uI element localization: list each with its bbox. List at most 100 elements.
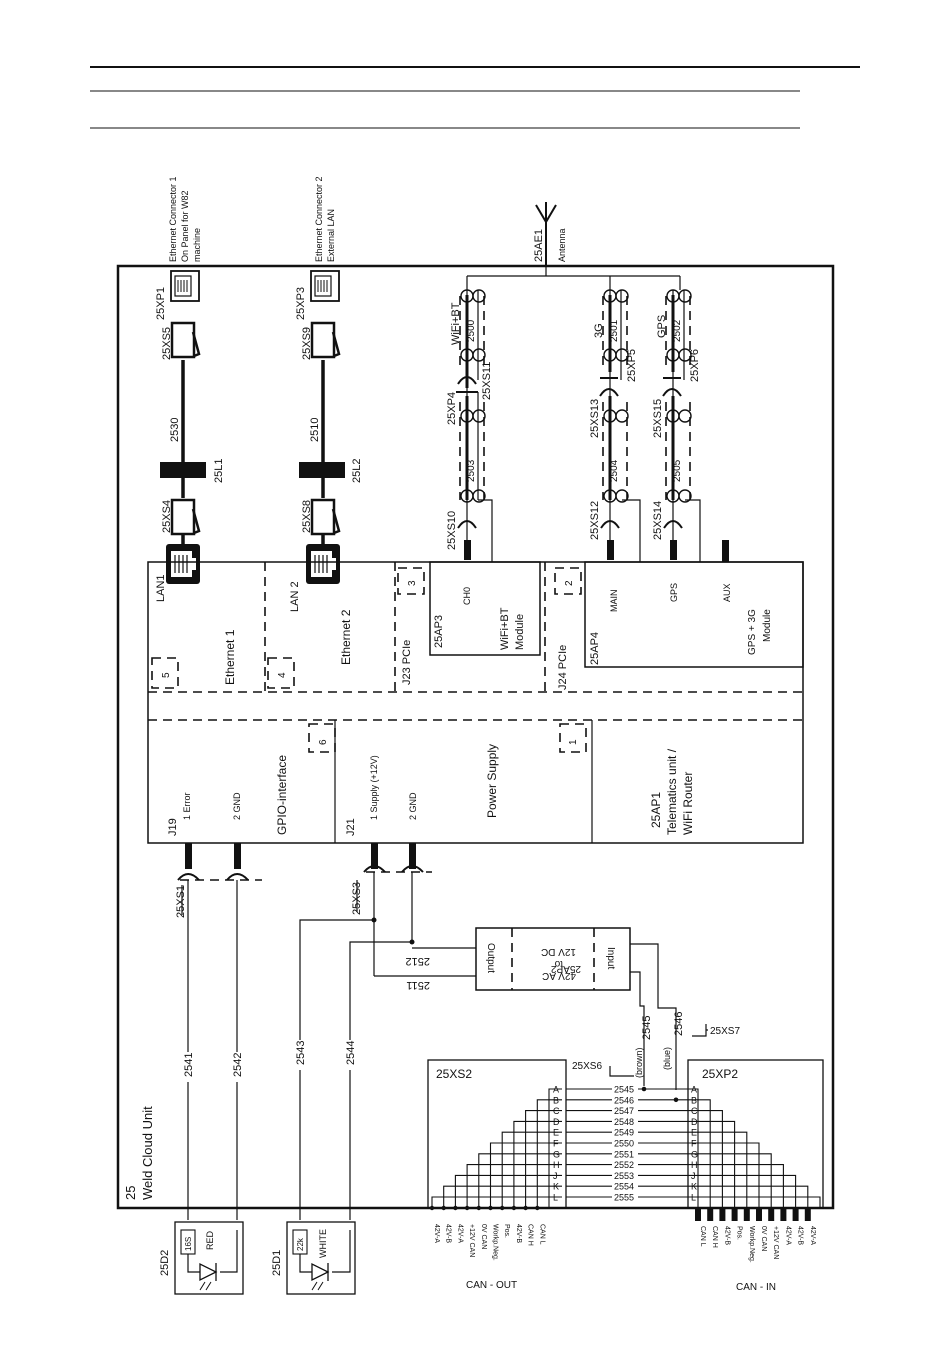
- can-in-signal-label: Pos.: [736, 1226, 743, 1240]
- can-in-title: CAN - IN: [736, 1282, 776, 1293]
- svg-text:WiFi+BT: WiFi+BT: [450, 302, 462, 345]
- svg-text:1 Supply (+12V): 1 Supply (+12V): [369, 755, 379, 820]
- wire-label-bg: [612, 1094, 638, 1105]
- pin-label-group: CAN L: [538, 1224, 545, 1245]
- svg-text:Ethernet Connector 2: Ethernet Connector 2: [314, 176, 324, 262]
- rf-wifi-chain: WiFi+BT 2500 25XS11 25XP4 2503 25XS10: [446, 289, 493, 562]
- can-out-signal-label: 42V-B: [515, 1224, 522, 1243]
- can-out-pin-end: [511, 1205, 517, 1211]
- svg-text:25XS8: 25XS8: [301, 500, 313, 533]
- wire-label-bg: [612, 1192, 638, 1202]
- svg-text:2541: 2541: [183, 1053, 195, 1077]
- svg-text:25XP5: 25XP5: [626, 349, 638, 382]
- plug-25XS8: [310, 498, 341, 536]
- can-in-signal-label: +12V CAN: [772, 1226, 779, 1259]
- can-out-signal-label: CAN H: [527, 1224, 534, 1246]
- can-in-pin-stub: [695, 1207, 701, 1221]
- converter-25AP2: Output 42V AC to 12V DC Input 25AP2 2512…: [373, 920, 740, 1090]
- svg-text:(brown): (brown): [634, 1047, 644, 1078]
- can-in-pin-stub: [707, 1207, 714, 1221]
- can-out-wire: [454, 1174, 562, 1207]
- can-out-pin: D: [553, 1117, 560, 1127]
- can-in-pin: J: [691, 1171, 696, 1181]
- can-out-pin: F: [553, 1139, 559, 1149]
- svg-text:to: to: [554, 958, 563, 969]
- pin-label-group: 0V CAN: [480, 1224, 487, 1249]
- rf-gps-chain: GPS 2502 25XP6 25XS15 2505 25XS14: [652, 289, 729, 562]
- svg-text:Output: Output: [485, 943, 496, 973]
- svg-text:5: 5: [161, 672, 172, 678]
- can-out-pin: J: [553, 1171, 558, 1181]
- svg-text:Ethernet 1: Ethernet 1: [223, 629, 237, 685]
- svg-text:12V DC: 12V DC: [541, 946, 576, 957]
- telematics-unit-25AP1: LAN1 Ethernet 1 5 LAN 2 Ethernet 2 4 J23…: [147, 561, 804, 844]
- can-in-signal-label: 42V-A: [784, 1226, 791, 1245]
- can-out-pin-end: [464, 1205, 470, 1211]
- can-out-signal-label: 42V-B: [445, 1224, 452, 1243]
- svg-text:22k: 22k: [296, 1237, 305, 1251]
- wire-label-bg: [612, 1159, 638, 1170]
- svg-text:25L2: 25L2: [351, 459, 363, 483]
- svg-text:25XP1: 25XP1: [155, 287, 167, 320]
- wire-label-bg: [612, 1084, 638, 1094]
- antenna: 25AE1 Antenna: [533, 202, 567, 266]
- can-wire-number: 2550: [614, 1139, 634, 1149]
- svg-text:25XS7: 25XS7: [710, 1026, 740, 1037]
- svg-text:25XS4: 25XS4: [161, 500, 173, 533]
- svg-text:25XS12: 25XS12: [589, 501, 601, 540]
- ethernet-connector-2: 25XP3 Ethernet Connector 2 External LAN: [295, 176, 340, 320]
- ethernet-connector-1: 25XP1 Ethernet Connector 1 On Panel for …: [155, 176, 202, 320]
- rf-3g-chain: 3G 2501 25XP5 25XS13 2504 25XS12: [589, 289, 641, 562]
- pin-label-group: 42V-B: [723, 1226, 730, 1245]
- pin-label-group: Workp.Neg.: [492, 1224, 499, 1261]
- can-out-pin: K: [553, 1182, 559, 1192]
- plug-25XS9: [310, 321, 341, 359]
- svg-text:2544: 2544: [345, 1041, 357, 1065]
- svg-text:GPIO-interface: GPIO-interface: [275, 755, 289, 835]
- svg-text:Ethernet Connector 1: Ethernet Connector 1: [168, 176, 178, 262]
- power-pins: 25XS3: [351, 843, 432, 915]
- svg-text:25XS1: 25XS1: [175, 885, 187, 918]
- ferrite-25L1: [160, 462, 206, 478]
- svg-text:Power Supply: Power Supply: [485, 744, 499, 818]
- svg-text:J19: J19: [167, 818, 179, 836]
- can-in-ref: 25XP2: [702, 1067, 738, 1081]
- can-wire-number: 2553: [614, 1171, 634, 1181]
- can-out-signal-label: 42V-A: [456, 1224, 463, 1243]
- can-in-wire: [688, 1088, 699, 1207]
- svg-text:machine: machine: [192, 228, 202, 262]
- can-out-wire: [443, 1185, 562, 1207]
- plug-25XS4: [170, 498, 201, 536]
- pin-label-group: 42V-A: [456, 1224, 463, 1243]
- svg-text:2505: 2505: [672, 459, 683, 482]
- can-wire-number: 2549: [614, 1128, 634, 1138]
- svg-text:J23 PCIe: J23 PCIe: [401, 640, 413, 685]
- svg-text:3G: 3G: [593, 323, 605, 338]
- svg-text:25: 25: [123, 1186, 138, 1200]
- svg-text:16S: 16S: [184, 1237, 193, 1251]
- can-out-pin: C: [553, 1106, 560, 1116]
- can-in-pin-stub: [743, 1207, 750, 1221]
- can-out-pin-end: [476, 1205, 481, 1211]
- svg-text:2511: 2511: [406, 979, 430, 991]
- can-out-signal-label: CAN L: [538, 1224, 545, 1245]
- svg-text:LAN1: LAN1: [155, 574, 167, 602]
- can-in-pin: F: [691, 1139, 697, 1149]
- can-out-pin: E: [553, 1128, 559, 1138]
- can-in-pin: H: [691, 1160, 698, 1170]
- can-out-ref: 25XS2: [436, 1067, 472, 1081]
- can-out-pin-end: [488, 1205, 493, 1211]
- can-in-pin-stub: [804, 1207, 811, 1221]
- svg-text:Weld Cloud Unit: Weld Cloud Unit: [140, 1106, 155, 1200]
- pin-label-group: Pos.: [736, 1226, 743, 1240]
- can-out-connector-25XS2: [427, 1059, 567, 1209]
- led-wires: 2541 2542 2543 2544: [180, 872, 415, 1220]
- svg-text:42V AC: 42V AC: [542, 970, 576, 981]
- svg-text:4: 4: [277, 672, 288, 678]
- can-out-wire: [513, 1120, 562, 1207]
- can-out-wire: [431, 1196, 562, 1207]
- pin-label-group: Pos.: [503, 1224, 510, 1238]
- can-in-signal-label: CAN L: [699, 1226, 706, 1247]
- antenna-ref: 25AE1: [533, 229, 545, 262]
- svg-text:2: 2: [564, 580, 575, 586]
